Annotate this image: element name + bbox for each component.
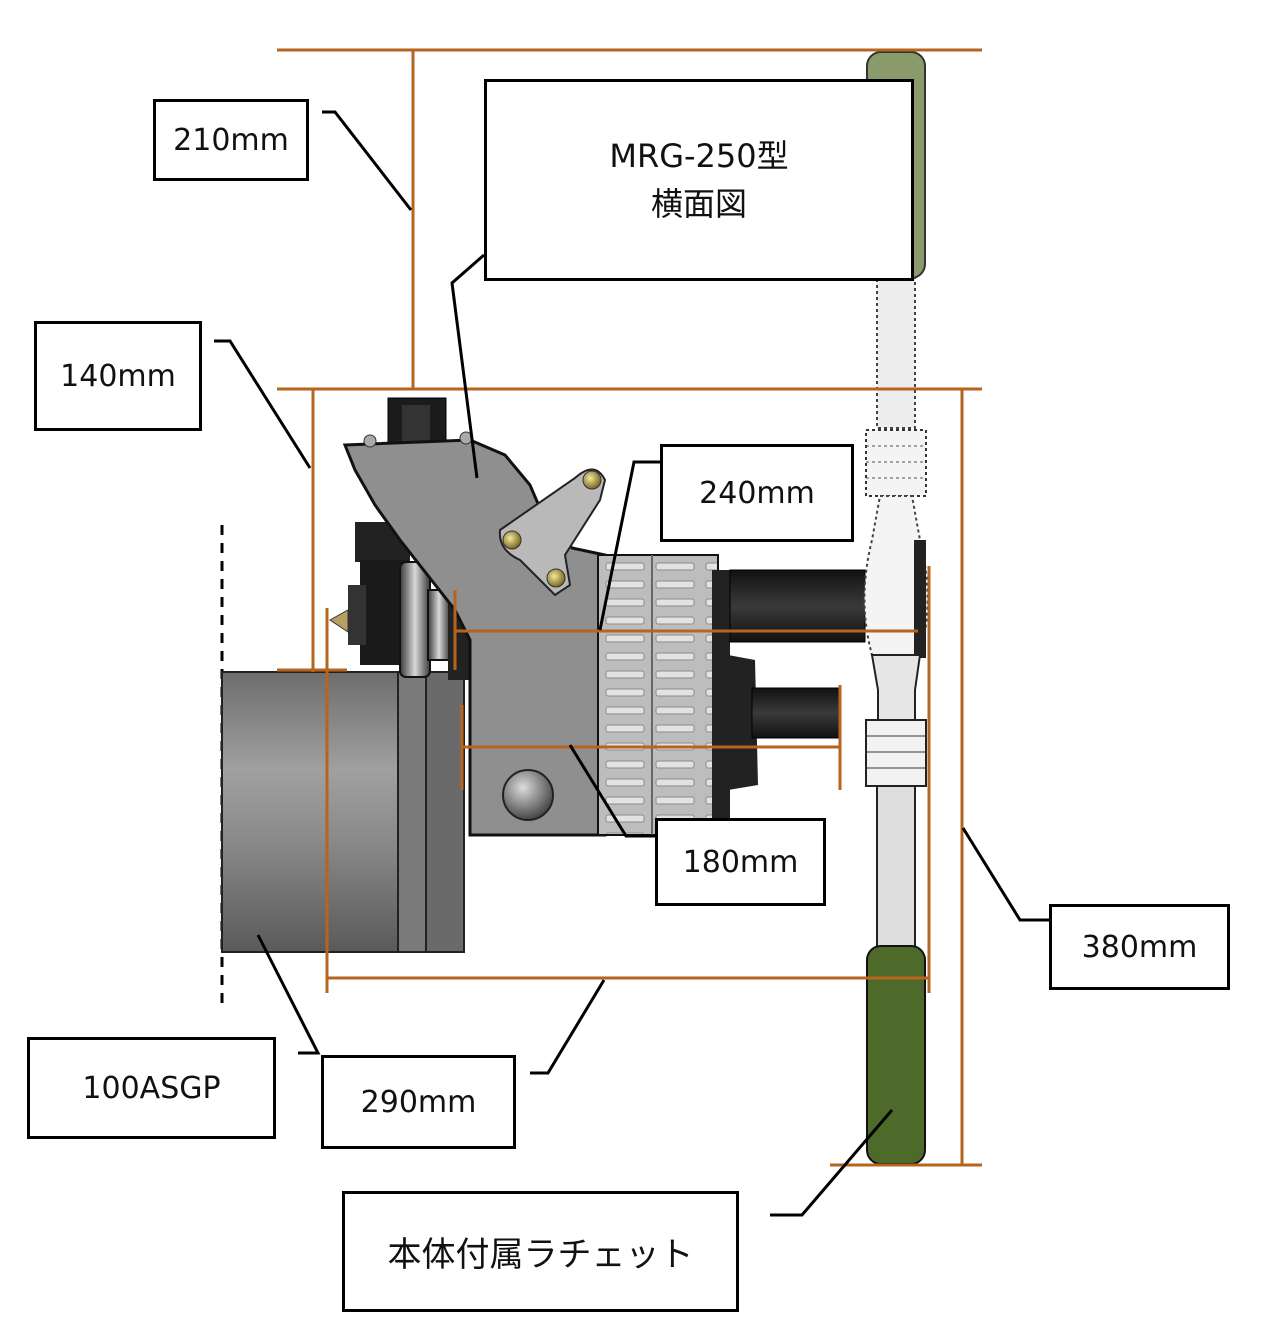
gear-drum	[597, 554, 719, 836]
title-view: 横面図	[650, 185, 747, 223]
right-flange	[728, 655, 758, 790]
pipe-clamp-ring-1	[397, 671, 427, 953]
dim-label-180: 180mm	[655, 818, 826, 906]
dim-label-290: 290mm	[321, 1055, 516, 1149]
pipe-label: 100ASGP	[82, 1070, 221, 1106]
leader-pipe	[256, 934, 321, 1055]
leader-180	[568, 744, 656, 838]
dim-label-140: 140mm	[34, 321, 202, 431]
ratchet-shaft-faded	[876, 277, 916, 429]
lever-bolt-1	[582, 470, 602, 490]
leader-210	[322, 110, 413, 211]
pipe-clamp-ring-2	[425, 671, 465, 953]
dim-text-290: 290mm	[360, 1084, 477, 1120]
dim-text-380: 380mm	[1081, 929, 1198, 965]
roller-left	[348, 585, 366, 645]
housing-knob	[502, 769, 554, 821]
dim-text-210: 210mm	[173, 122, 289, 158]
leader-140	[214, 339, 312, 469]
pipe-label-box: 100ASGP	[27, 1037, 276, 1139]
machine-body	[221, 397, 866, 953]
leader-ratchet	[770, 1109, 894, 1217]
title-model: MRG-250型	[609, 137, 789, 175]
leader-240	[598, 460, 660, 631]
dim-text-240: 240mm	[699, 475, 815, 511]
title-box: MRG-250型 横面図	[484, 79, 914, 281]
leader-title	[450, 253, 485, 479]
ratchet-socket-dark	[914, 540, 926, 658]
dim-text-180: 180mm	[682, 844, 799, 880]
dim-text-140: 140mm	[60, 358, 176, 394]
top-handle-slot	[402, 405, 430, 441]
ratchet-collar	[865, 719, 927, 787]
dimension-lines	[277, 48, 982, 1167]
dim-label-380: 380mm	[1049, 904, 1230, 990]
lower-drive-shaft	[751, 687, 841, 739]
dim-label-210: 210mm	[153, 99, 309, 181]
gear-drum-cap	[712, 570, 730, 820]
leader-380	[961, 827, 1050, 922]
lever-bolt-3	[546, 568, 566, 588]
ratchet-label-box: 本体付属ラチェット	[342, 1191, 739, 1312]
ratchet-shaft	[876, 785, 916, 949]
ratchet-label: 本体付属ラチェット	[387, 1235, 694, 1275]
ratchet-collar-faded	[865, 429, 927, 497]
ratchet-head	[870, 654, 922, 721]
lever-plate	[498, 468, 607, 597]
leader-290	[530, 979, 606, 1075]
roller-wheel	[399, 561, 431, 678]
dim-label-240: 240mm	[660, 444, 854, 542]
leader-lines	[214, 110, 1050, 1217]
lever-bolt-2	[502, 530, 522, 550]
cutter-tip	[329, 609, 349, 633]
housing-bolt-1	[363, 434, 377, 448]
